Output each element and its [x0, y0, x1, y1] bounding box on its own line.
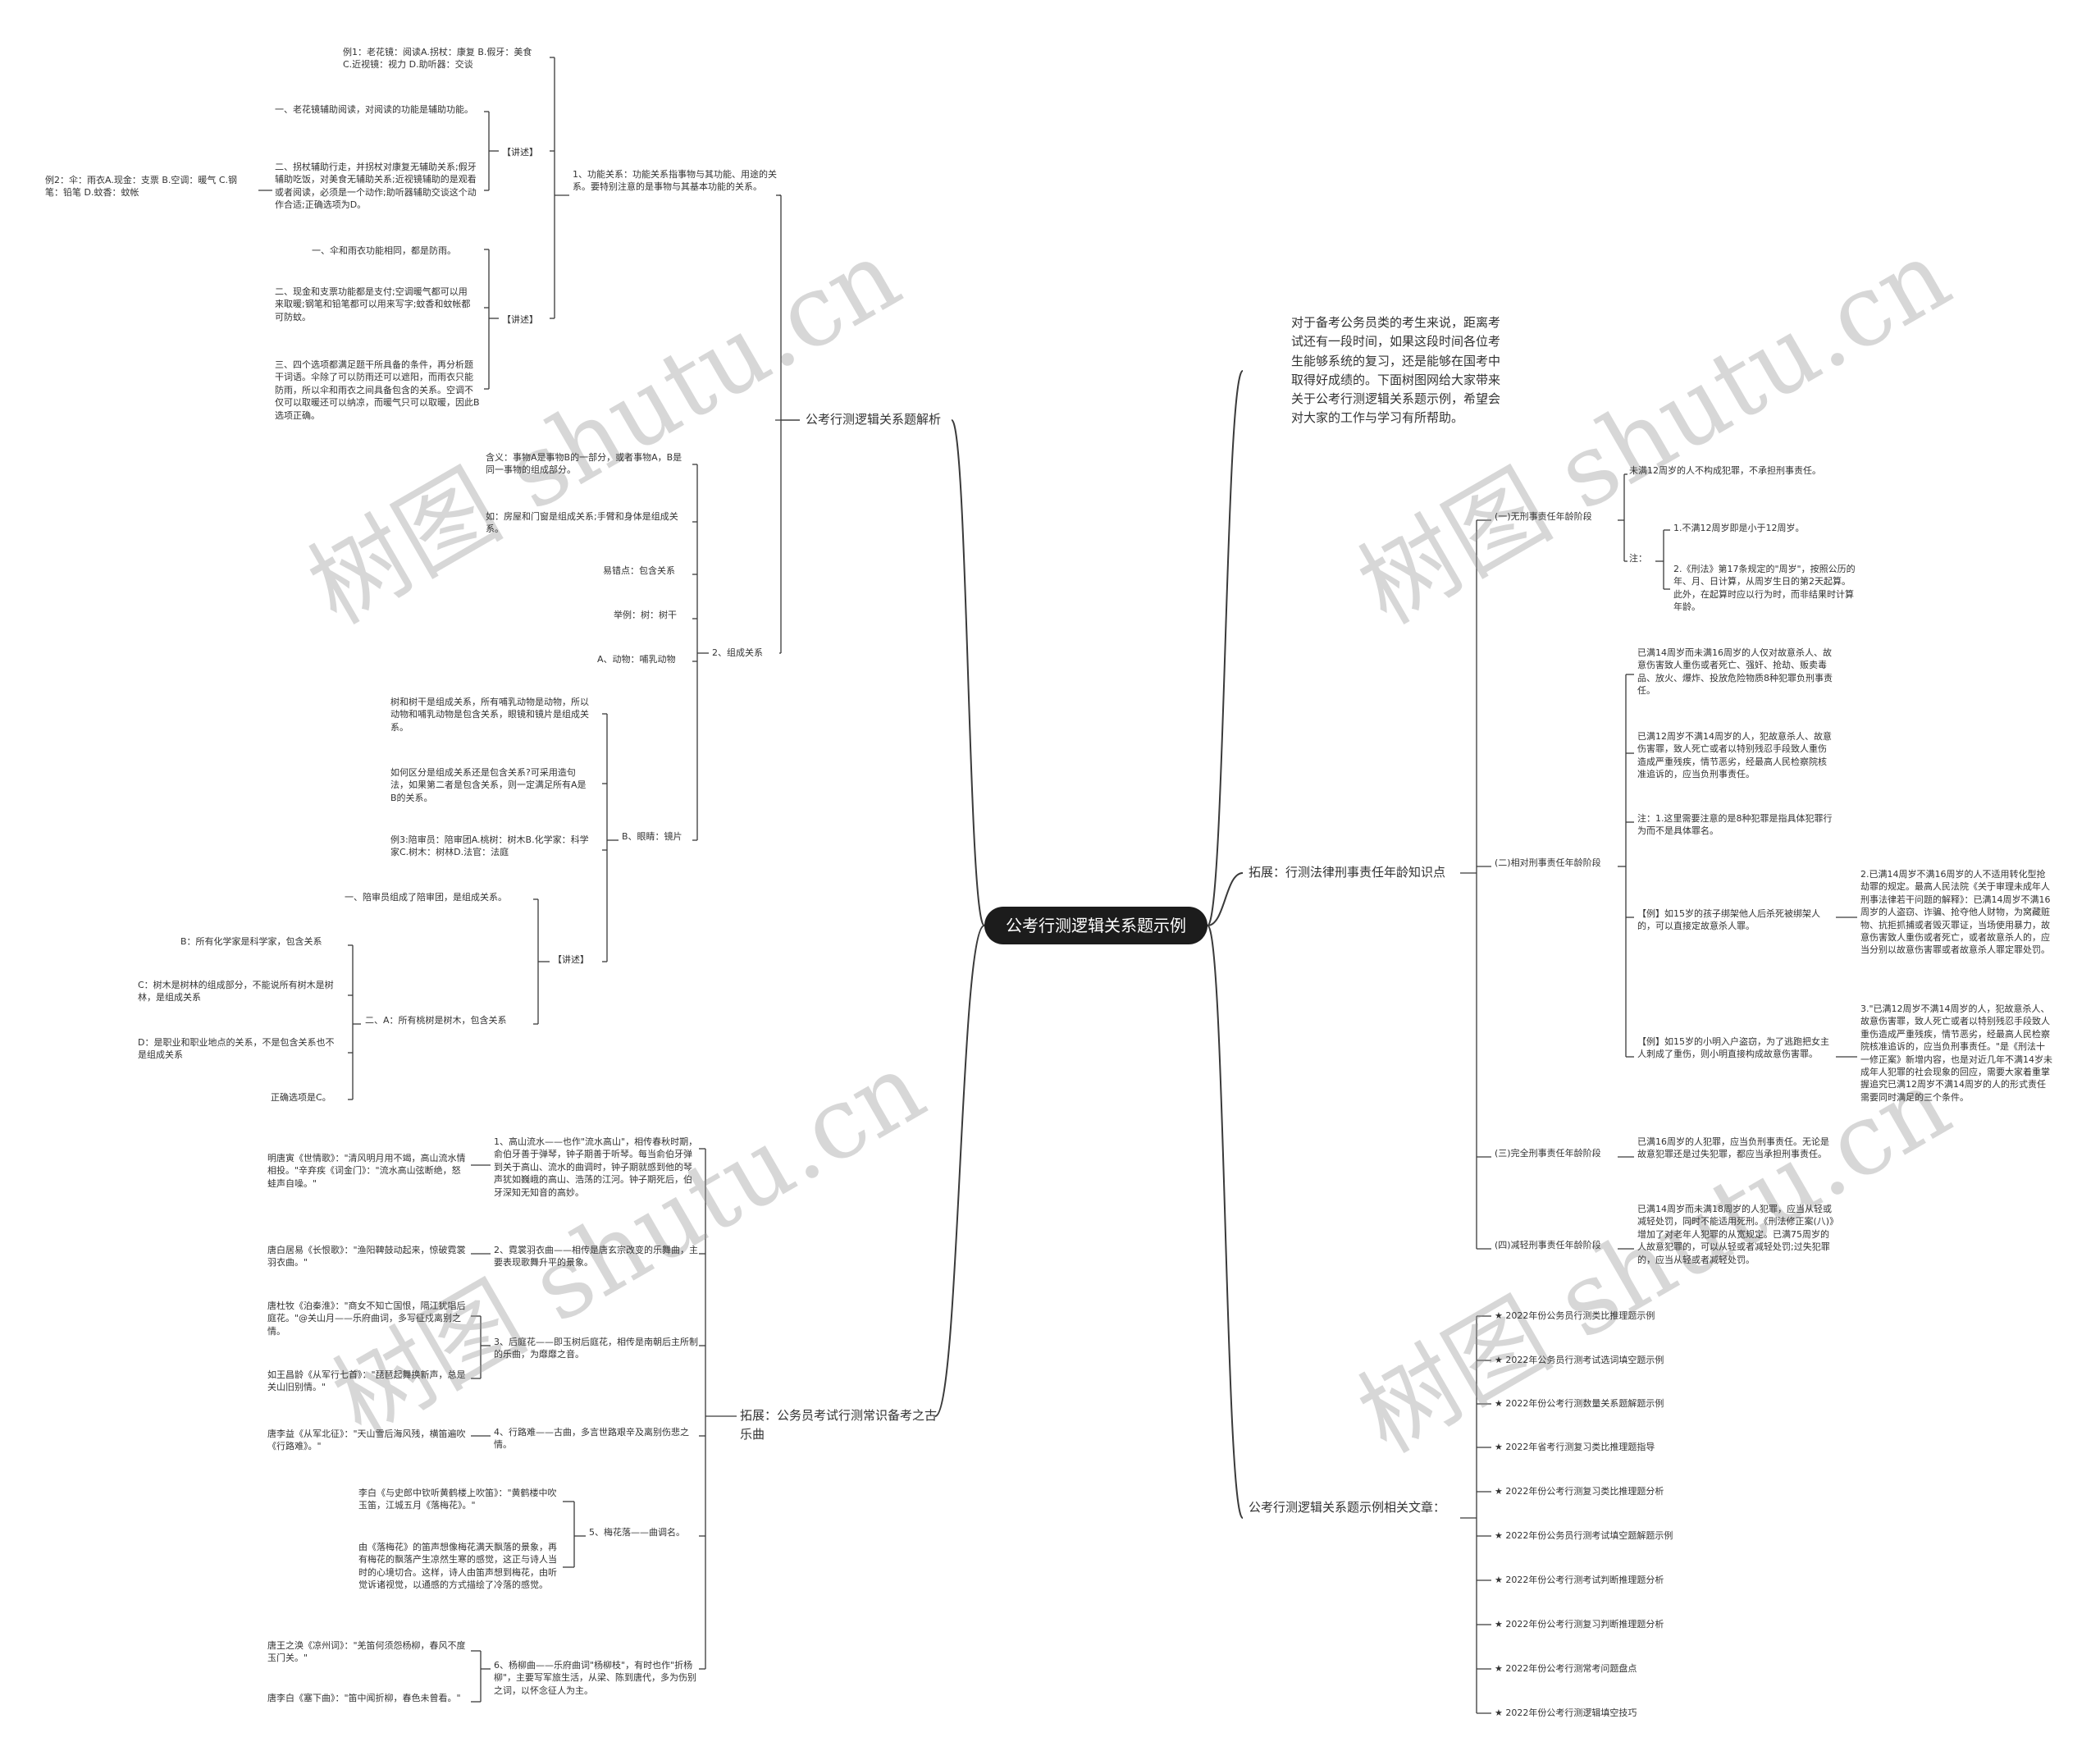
- branch-guqu[interactable]: 拓展：公务员考试行测常识备考之古乐曲: [740, 1408, 938, 1442]
- node-example-2[interactable]: 例2：伞：雨衣A.现金：支票 B.空调：暖气 C.钢笔：铅笔 D.蚊香：蚊帐: [45, 175, 238, 199]
- node-stage-2[interactable]: (二)相对刑事责任年龄阶段: [1495, 857, 1601, 868]
- node-text[interactable]: 已满14周岁而未满16周岁的人仅对故意杀人、故意伤害致人重伤或者死亡、强奸、抢劫…: [1637, 647, 1833, 697]
- node-note[interactable]: 注：: [1629, 553, 1647, 564]
- node-text[interactable]: 3、后庭花——即玉树后庭花，相传是南朝后主所制的乐曲，为靡靡之音。: [494, 1337, 698, 1360]
- root-node[interactable]: 公考行测逻辑关系题示例: [984, 907, 1208, 944]
- branch-jiexi[interactable]: 公考行测逻辑关系题解析: [806, 412, 942, 427]
- node-text[interactable]: 如王昌龄《从军行七首》："琵琶起舞换新声，总是关山旧别情。": [267, 1369, 466, 1393]
- node-stage-1[interactable]: (一)无刑事责任年龄阶段: [1495, 511, 1592, 522]
- node-text[interactable]: 正确选项是C。: [271, 1092, 331, 1103]
- node-text[interactable]: 唐李益《从军北征》："天山雪后海风残，横笛遍吹《行路难》。": [267, 1429, 466, 1452]
- article-link[interactable]: ★ 2022年份公考行测数量关系题解题示例: [1495, 1398, 1664, 1409]
- article-link[interactable]: ★ 2022年份公务员行测考试填空题解题示例: [1495, 1530, 1673, 1541]
- node-text[interactable]: 已满14周岁而未满18周岁的人犯罪，应当从轻或减轻处罚，同时不能适用死刑。《刑法…: [1637, 1204, 1834, 1265]
- connector: [951, 419, 985, 926]
- article-link[interactable]: ★ 2022年份公考行测考试判断推理题分析: [1495, 1575, 1664, 1585]
- node-text[interactable]: 3."已满12周岁不满14周岁的人，犯故意杀人、故意伤害罪，致人死亡或者以特别残…: [1860, 1003, 2052, 1103]
- node-stage-3[interactable]: (三)完全刑事责任年龄阶段: [1495, 1148, 1601, 1159]
- node-text[interactable]: C：树木是树林的组成部分，不能说所有树木是树林，是组成关系: [138, 980, 334, 1003]
- node-text[interactable]: 4、行路难——古曲，多言世路艰辛及离别伤悲之情。: [494, 1427, 689, 1451]
- node-example-3[interactable]: 例3:陪审员：陪审团A.桃树：树木B.化学家：科学家C.树木：树林D.法官：法庭: [390, 834, 589, 858]
- node-text[interactable]: 唐杜牧《泊秦淮》："商女不知亡国恨，隔江犹唱后庭花。"@关山月——乐府曲词，多写…: [267, 1301, 466, 1337]
- node-text[interactable]: 2.《刑法》第17条规定的"周岁"，按照公历的年、月、日计算，从周岁生日的第2天…: [1673, 564, 1856, 613]
- node-text[interactable]: 二、拐杖辅助行走，并拐杖对康复无辅助关系;假牙辅助吃饭，对美食无辅助关系;近视镜…: [275, 162, 477, 211]
- node-text[interactable]: 唐王之涣《凉州词》："羌笛何须怨杨柳，春风不度玉门关。": [267, 1640, 466, 1664]
- node-text[interactable]: D：是职业和职业地点的关系，不是包含关系也不是组成关系: [138, 1037, 335, 1061]
- connector: [934, 925, 985, 1417]
- node-text[interactable]: 二、现金和支票功能都是支付;空调暖气都可以用来取暖;钢笔和铅笔都可以用来写字;蚊…: [275, 286, 471, 322]
- node-text[interactable]: 已满12周岁不满14周岁的人，犯故意杀人、故意伤害罪，致人死亡或者以特别残忍手段…: [1637, 731, 1832, 780]
- node-text[interactable]: 举例：树：树干: [614, 610, 677, 620]
- node-text[interactable]: 一、老花镜辅助阅读，对阅读的功能是辅助功能。: [275, 104, 473, 115]
- node-text[interactable]: 注：1.这里需要注意的是8种犯罪是指具体犯罪行为而不是具体罪名。: [1637, 813, 1833, 837]
- article-link[interactable]: ★ 2022年份公考行测常考问题盘点: [1495, 1663, 1637, 1674]
- branch-related[interactable]: 公考行测逻辑关系题示例相关文章：: [1249, 1500, 1446, 1515]
- node-jiangshu[interactable]: 【讲述】: [553, 954, 589, 965]
- node-composition[interactable]: 2、组成关系: [712, 647, 763, 658]
- node-text[interactable]: 1、高山流水——也作"流水高山"，相传春秋时期，俞伯牙善于弹琴，钟子期善于听琴。…: [494, 1136, 698, 1198]
- node-stage-4[interactable]: (四)减轻刑事责任年龄阶段: [1495, 1240, 1601, 1250]
- node-text[interactable]: 易错点：包含关系: [603, 565, 675, 576]
- node-text[interactable]: B：所有化学家是科学家，包含关系: [180, 936, 322, 947]
- branch-intro[interactable]: 对于备考公务员类的考生来说，距离考试还有一段时间，如果这段时间各位考生能够系统的…: [1291, 315, 1501, 426]
- node-text[interactable]: 李白《与史郎中钦听黄鹤楼上吹笛》："黄鹤楼中吹玉笛，江城五月《落梅花》。": [358, 1488, 557, 1511]
- node-text[interactable]: 2.已满14周岁不满16周岁的人不适用转化型抢劫罪的规定。最高人民法院《关于审理…: [1860, 869, 2051, 956]
- article-link[interactable]: ★ 2022年份公考行测复习判断推理题分析: [1495, 1619, 1664, 1630]
- node-text[interactable]: 三、四个选项都满足题干所具备的条件，再分析题干词语。伞除了可以防雨还可以遮阳，而…: [275, 359, 480, 421]
- node-func-relation[interactable]: 1、功能关系：功能关系指事物与其功能、用途的关系。要特别注意的是事物与其基本功能…: [573, 169, 777, 193]
- node-text[interactable]: A、动物：哺乳动物: [597, 654, 676, 665]
- article-link[interactable]: ★ 2022年份公务员行测类比推理题示例: [1495, 1310, 1655, 1321]
- node-text[interactable]: 如：房屋和门窗是组成关系;手臂和身体是组成关系。: [486, 511, 678, 535]
- node-text[interactable]: 唐李白《塞下曲》："笛中闻折柳，春色未曾看。": [267, 1693, 461, 1703]
- article-link[interactable]: ★ 2022年省考行测复习类比推理题指导: [1495, 1442, 1655, 1452]
- node-text[interactable]: 2、霓裳羽衣曲——相传是唐玄宗改变的乐舞曲，主要表现歌舞升平的景象。: [494, 1245, 698, 1269]
- node-text[interactable]: 已满16周岁的人犯罪，应当负刑事责任。无论是故意犯罪还是过失犯罪，都应当承担刑事…: [1637, 1136, 1829, 1160]
- article-link[interactable]: ★ 2022年份公考行测逻辑填空技巧: [1495, 1707, 1637, 1718]
- connector: [1207, 872, 1244, 926]
- article-link[interactable]: ★ 2022年份公考行测复习类比推理题分析: [1495, 1486, 1664, 1497]
- branch-xingshi[interactable]: 拓展：行测法律刑事责任年龄知识点: [1249, 865, 1446, 880]
- article-link[interactable]: ★ 2022年公务员行测考试选词填空题示例: [1495, 1355, 1664, 1365]
- node-text[interactable]: 唐白居易《长恨歌》："渔阳鞞鼓动起来，惊破霓裳羽衣曲。": [267, 1245, 466, 1269]
- node-text[interactable]: 由《落梅花》的笛声想像梅花满天飘落的景象，再有梅花的飘落产生凉然生寒的感觉，这正…: [358, 1542, 557, 1591]
- node-text[interactable]: 未满12周岁的人不构成犯罪，不承担刑事责任。: [1629, 465, 1821, 476]
- node-text[interactable]: 【例】如15岁的小明入户盗窃，为了逃跑把女主人刺成了重伤，则小明直接构成故意伤害…: [1637, 1036, 1829, 1060]
- node-text[interactable]: 明唐寅《世情歌》："清风明月用不竭，高山流水情相投。"辛弃疾《词金门》："流水高…: [267, 1153, 466, 1189]
- node-example-1[interactable]: 例1：老花镜：阅读A.拐杖：康复 B.假牙：美食 C.近视镜：视力 D.助听器：…: [343, 47, 532, 71]
- node-text[interactable]: 二、A：所有桃树是树木，包含关系: [365, 1015, 507, 1026]
- node-text[interactable]: 6、杨柳曲——乐府曲词"杨柳枝"，有时也作"折杨柳"，主要写军旅生活，从梁、陈到…: [494, 1660, 697, 1696]
- connector: [1207, 370, 1244, 926]
- connector: [1207, 925, 1244, 1519]
- node-text[interactable]: 1.不满12周岁即是小于12周岁。: [1673, 523, 1805, 533]
- node-text[interactable]: 含义：事物A是事物B的一部分，或者事物A，B是同一事物的组成部分。: [486, 452, 682, 476]
- node-jiangshu[interactable]: 【讲述】: [502, 147, 538, 158]
- node-jiangshu[interactable]: 【讲述】: [502, 314, 538, 325]
- node-text[interactable]: 一、陪审员组成了陪审团，是组成关系。: [345, 892, 507, 903]
- node-text[interactable]: 【例】如15岁的孩子绑架他人后杀死被绑架人的，可以直接定故意杀人罪。: [1637, 908, 1820, 932]
- node-text[interactable]: 5、梅花落——曲调名。: [589, 1527, 685, 1538]
- node-text[interactable]: 如何区分是组成关系还是包含关系?可采用造句法，如果第二者是包含关系，则一定满足所…: [390, 767, 587, 803]
- node-text[interactable]: B、眼睛：镜片: [622, 831, 682, 842]
- node-text[interactable]: 树和树干是组成关系，所有哺乳动物是动物，所以动物和哺乳动物是包含关系，眼镜和镜片…: [390, 697, 589, 733]
- node-text[interactable]: 一、伞和雨衣功能相同，都是防雨。: [312, 245, 456, 256]
